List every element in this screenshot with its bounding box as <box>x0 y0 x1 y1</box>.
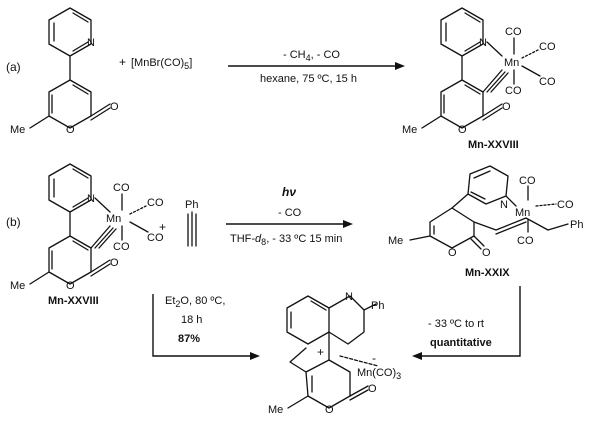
atom-n-start-b: N <box>87 193 95 205</box>
co-ligand-lower-right-a: CO <box>539 76 556 88</box>
phenyl-label-xxix: Ph <box>570 219 583 231</box>
co-ligand-upper-right-start-b: CO <box>147 197 164 209</box>
reaction-arrow-a <box>228 62 405 70</box>
co-ligand-bottom-start-b: CO <box>113 241 130 253</box>
arrow-a-bottom-text: hexane, 75 ºC, 15 h <box>260 73 357 85</box>
right-conditions-line1: - 33 ºC to rt <box>428 318 484 330</box>
co-ligand-top-xxix: CO <box>519 175 536 187</box>
co-ligand-top-a: CO <box>505 26 522 38</box>
phenylacetylene-structure <box>187 211 197 247</box>
plus-sign-b: + <box>159 220 166 234</box>
right-conditions-line2: quantitative <box>430 337 492 349</box>
compound-label-mn-xxix: Mn-XXIX <box>465 267 510 279</box>
atom-o-carbonyl-a: O <box>110 101 119 113</box>
atom-o-carbonyl-xxix: O <box>482 247 491 259</box>
minus-charge-final: - <box>372 351 376 365</box>
reagent-mn-a: [MnBr(CO)5] <box>131 57 192 71</box>
arrow-b-top-co: - CO <box>278 207 302 219</box>
atom-mn-xxix: Mn <box>515 207 530 219</box>
co-ligand-bottom-a: CO <box>505 85 522 97</box>
atom-o-ring-product-a: O <box>458 124 467 136</box>
reaction-arrow-left <box>152 294 260 360</box>
atom-n-product-a: N <box>479 37 487 49</box>
phenyl-label-alkyne: Ph <box>185 199 198 211</box>
mn-co3-label-final: Mn(CO)3 <box>357 367 401 381</box>
atom-mn-product-a: Mn <box>504 57 519 69</box>
methyl-label-product-a: Me <box>402 124 417 136</box>
co-ligand-upper-right-a: CO <box>539 41 556 53</box>
arrow-b-top-hv: hν <box>282 185 296 199</box>
atom-o-carbonyl-start-b: O <box>110 257 119 269</box>
co-ligand-top-start-b: CO <box>113 182 130 194</box>
methyl-label-xxix: Me <box>388 235 403 247</box>
compound-label-mn-xxviii-a: Mn-XXVIII <box>468 139 519 151</box>
methyl-label-a: Me <box>10 124 25 136</box>
atom-n-final: N <box>345 291 353 303</box>
atom-o-ring-final: O <box>325 404 334 416</box>
atom-o-carbonyl-product-a: O <box>502 101 511 113</box>
arrow-b-bottom-text: THF-d8, - 33 ºC 15 min <box>230 233 342 247</box>
left-conditions-line2: 18 h <box>181 314 202 326</box>
atom-o-carbonyl-final: O <box>368 383 377 395</box>
label-a: (a) <box>6 60 21 74</box>
final-product-structure <box>286 295 379 409</box>
compound-label-mn-xxviii-b: Mn-XXVIII <box>48 295 99 307</box>
left-conditions-yield: 87% <box>178 333 200 345</box>
reaction-arrow-right <box>412 286 521 360</box>
atom-n-a: N <box>87 37 95 49</box>
co-ligand-lower-right-start-b: CO <box>147 232 164 244</box>
atom-mn-start-b: Mn <box>106 213 121 225</box>
left-conditions-line1: Et2O, 80 ºC, <box>165 295 225 309</box>
methyl-label-start-b: Me <box>10 280 25 292</box>
atom-o-ring-a: O <box>66 124 75 136</box>
co-ligand-bottom-xxix: CO <box>517 235 534 247</box>
atom-n-xxix: N <box>500 199 508 211</box>
plus-sign-a: + <box>119 55 126 69</box>
ligand-structure-a <box>29 7 111 129</box>
phenyl-label-final: Ph <box>371 300 384 312</box>
co-ligand-right-xxix: CO <box>557 199 574 211</box>
label-b: (b) <box>6 215 21 229</box>
atom-o-ring-xxix: O <box>448 247 457 259</box>
arrow-a-top-text: - CH4, - CO <box>283 49 340 63</box>
plus-charge-final: + <box>317 345 324 359</box>
mn-complex-structure-xxix <box>409 165 569 250</box>
methyl-label-final: Me <box>268 404 283 416</box>
mn-complex-structure-b <box>29 163 149 285</box>
mn-complex-structure-a <box>421 7 541 129</box>
atom-o-ring-start-b: O <box>66 280 75 292</box>
reaction-arrow-b <box>226 220 353 228</box>
